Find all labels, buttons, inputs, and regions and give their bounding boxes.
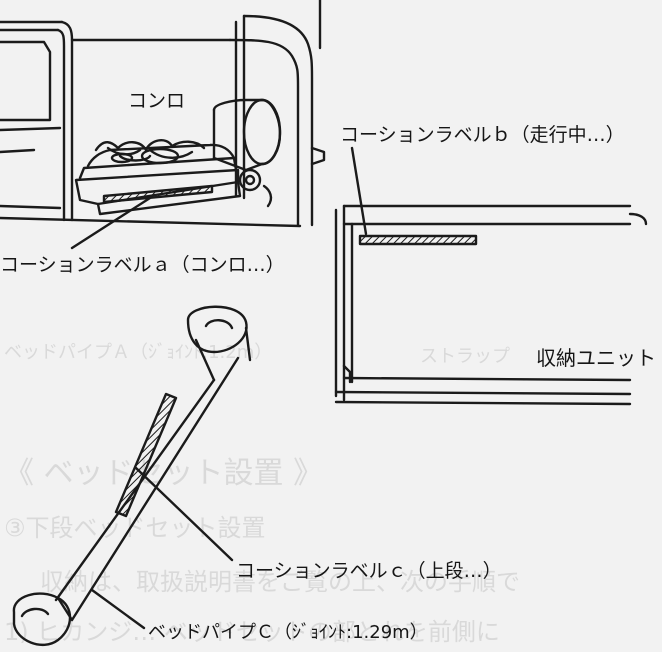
stove bbox=[70, 98, 282, 250]
stove-compartment bbox=[0, 0, 326, 228]
label-konro: コンロ bbox=[128, 90, 186, 112]
ghost-sub-heading: ③下段ベッドセット設置 bbox=[4, 514, 266, 542]
label-caution-b: コーションラベルｂ（走行中…） bbox=[340, 124, 625, 146]
ghost-strap-label: ストラップ bbox=[420, 346, 510, 367]
ghost-body-line-1: 収納は、取扱説明書をご覧の上、次の手順で bbox=[40, 568, 520, 596]
label-storage-unit: 収納ユニット bbox=[536, 346, 656, 370]
label-caution-a: コーションラベルａ（コンロ…） bbox=[0, 254, 285, 276]
ghost-body-line-2: 1) ヒカンジ… ベッドセットの部とれを前側に bbox=[4, 618, 500, 646]
storage-unit bbox=[334, 146, 648, 406]
label-bed-pipe-c: ベッドパイプＣ（ｼﾞｮｲﾝﾄ:1.29m） bbox=[148, 622, 428, 643]
label-caution-c: コーションラベルｃ（上段…） bbox=[236, 560, 502, 582]
bed-pipe-c bbox=[12, 305, 252, 646]
